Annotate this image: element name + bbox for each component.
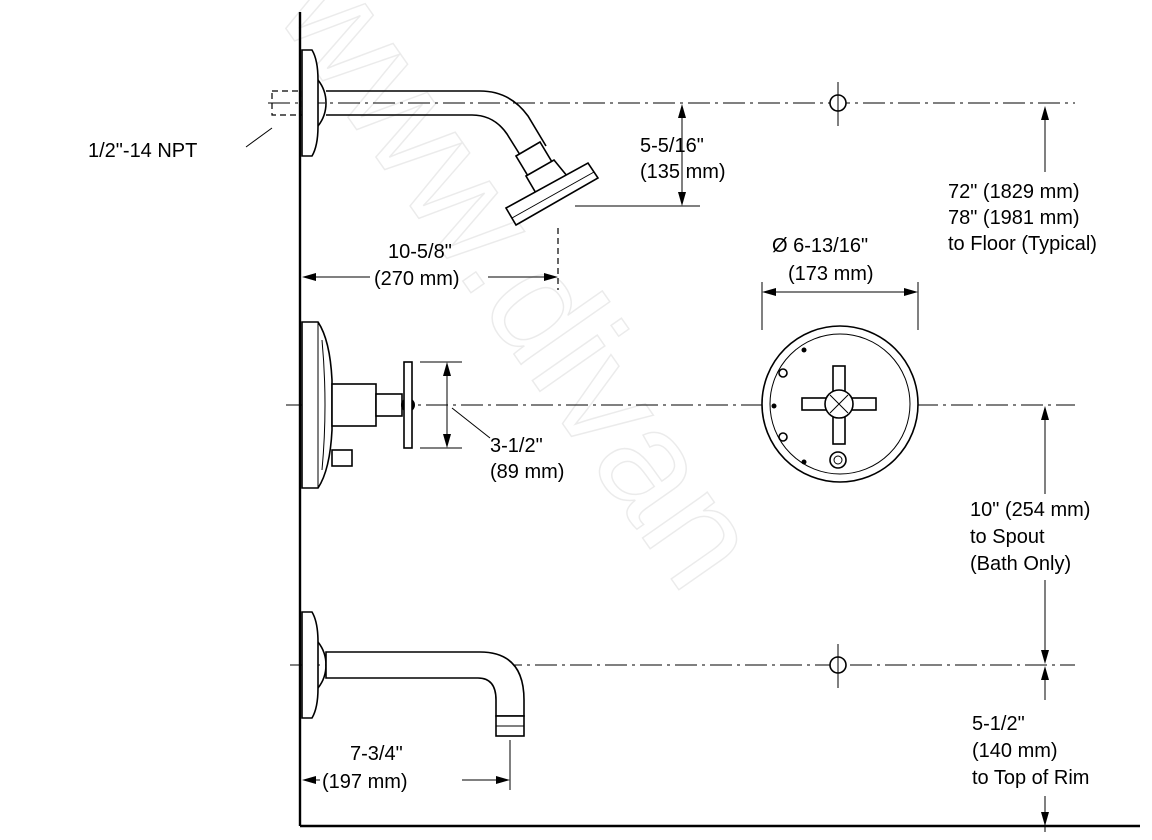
- npt-label: 1/2"-14 NPT: [88, 140, 197, 162]
- rim-distance-line1: 5-1/2": [972, 713, 1025, 735]
- rim-distance-line3: to Top of Rim: [972, 767, 1089, 789]
- spout-distance-line1: 10" (254 mm): [970, 499, 1090, 521]
- diverter-knob-side: [331, 449, 353, 467]
- handle-size-mm: (89 mm): [490, 461, 564, 483]
- rim-distance-line2: (140 mm): [972, 740, 1058, 762]
- shower-arm-bottom: [326, 114, 523, 159]
- handle-size-inches: 3-1/2": [490, 435, 543, 457]
- shower-drop-dimension: [575, 104, 700, 207]
- cross-handle-side: [403, 361, 413, 449]
- head-height-line3: to Floor (Typical): [948, 233, 1097, 255]
- valve-front-view: [761, 282, 919, 483]
- shower-arm-top: [326, 90, 547, 147]
- diverter-knob-front: [829, 451, 847, 469]
- arm-reach-dimension: [302, 228, 559, 290]
- arm-reach-mm: (270 mm): [374, 268, 460, 290]
- head-height-dimension: [1041, 106, 1049, 172]
- valve-side-view: [286, 321, 1075, 489]
- head-height-line2: 78" (1981 mm): [948, 207, 1080, 229]
- shower-drop-inches: 5-5/16": [640, 135, 704, 157]
- spout-reach-inches: 7-3/4": [350, 743, 403, 765]
- npt-leader: [245, 127, 273, 148]
- spout-flange: [301, 611, 319, 719]
- escutcheon-side: [301, 321, 333, 489]
- indicator-dot: [778, 368, 788, 378]
- watermark-text: www.divan: [246, 0, 795, 616]
- spout-body: [325, 651, 525, 717]
- arm-reach-inches: 10-5/8": [388, 241, 452, 263]
- rim-distance-dimension: [1041, 666, 1049, 832]
- shower-arm-assembly: [268, 49, 1075, 227]
- spout-reach-mm: (197 mm): [322, 771, 408, 793]
- escutcheon-diameter-inches: Ø 6-13/16": [772, 235, 868, 257]
- shower-arm-flange: [301, 49, 319, 157]
- spout-distance-line3: (Bath Only): [970, 553, 1071, 575]
- escutcheon-diameter-mm: (173 mm): [788, 263, 874, 285]
- valve-stem: [375, 393, 403, 417]
- head-height-line1: 72" (1829 mm): [948, 181, 1080, 203]
- shower-drop-mm: (135 mm): [640, 161, 726, 183]
- valve-body: [331, 383, 377, 427]
- tub-spout-assembly: [290, 611, 1075, 790]
- shower-head-face: [504, 161, 600, 227]
- spout-distance-line2: to Spout: [970, 526, 1045, 548]
